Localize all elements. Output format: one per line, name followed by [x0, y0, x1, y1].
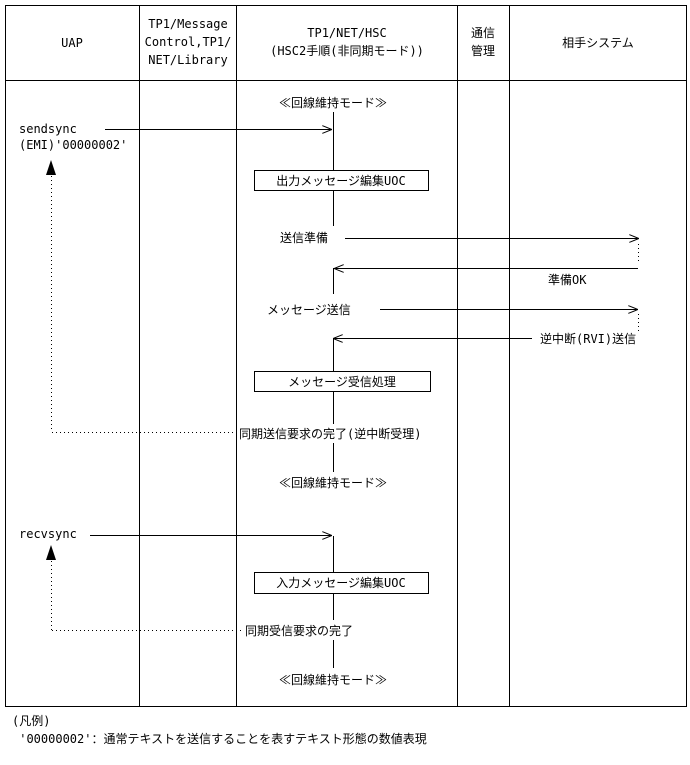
sync-send-done-label: 同期送信要求の完了(逆中断受理): [239, 426, 421, 441]
rvi-label: 逆中断(RVI)送信: [540, 331, 636, 346]
output-uoc-label: 出力メッセージ編集UOC: [276, 173, 405, 188]
sendsync-argument: (EMI)'00000002': [19, 138, 127, 152]
legend-line: '00000002'：通常テキストを送信することを表すテキスト形態の数値表現: [12, 732, 427, 746]
mode-label: ≪回線維持モード≫: [279, 672, 387, 687]
diagram-frame: [5, 5, 687, 707]
column-header-comm: 管理: [471, 43, 495, 58]
prep-ok-label: 準備OK: [548, 272, 587, 287]
column-header-uap: UAP: [61, 36, 83, 50]
column-header-hsc: (HSC2手順(非同期モード)): [270, 44, 424, 58]
mode-label: ≪回線維持モード≫: [279, 475, 387, 490]
recv-proc-label: メッセージ受信処理: [288, 375, 396, 389]
column-header-mc: TP1/Message: [148, 17, 227, 31]
mode-label: ≪回線維持モード≫: [279, 95, 387, 110]
input-uoc-box: [254, 572, 429, 594]
column-header-mc: Control,TP1/: [145, 35, 232, 49]
sync-recv-done-label: 同期受信要求の完了: [245, 623, 353, 638]
send-prep-label: 送信準備: [280, 230, 328, 245]
column-header-partner: 相手システム: [562, 36, 634, 50]
recvsync-label: recvsync: [19, 527, 77, 541]
column-header-hsc: TP1/NET/HSC: [307, 26, 386, 40]
output-uoc-box: [254, 170, 429, 191]
column-header-mc: NET/Library: [148, 53, 227, 67]
msg-send-label: メッセージ送信: [267, 302, 351, 317]
recv-proc-box: [254, 371, 431, 392]
sendsync-label: sendsync: [19, 122, 77, 136]
sendsync-return-arrowhead: [46, 160, 56, 175]
legend-title: (凡例): [12, 714, 51, 728]
column-header-comm: 通信: [471, 26, 495, 40]
recvsync-return-arrowhead: [46, 545, 56, 560]
input-uoc-label: 入力メッセージ編集UOC: [276, 575, 405, 590]
